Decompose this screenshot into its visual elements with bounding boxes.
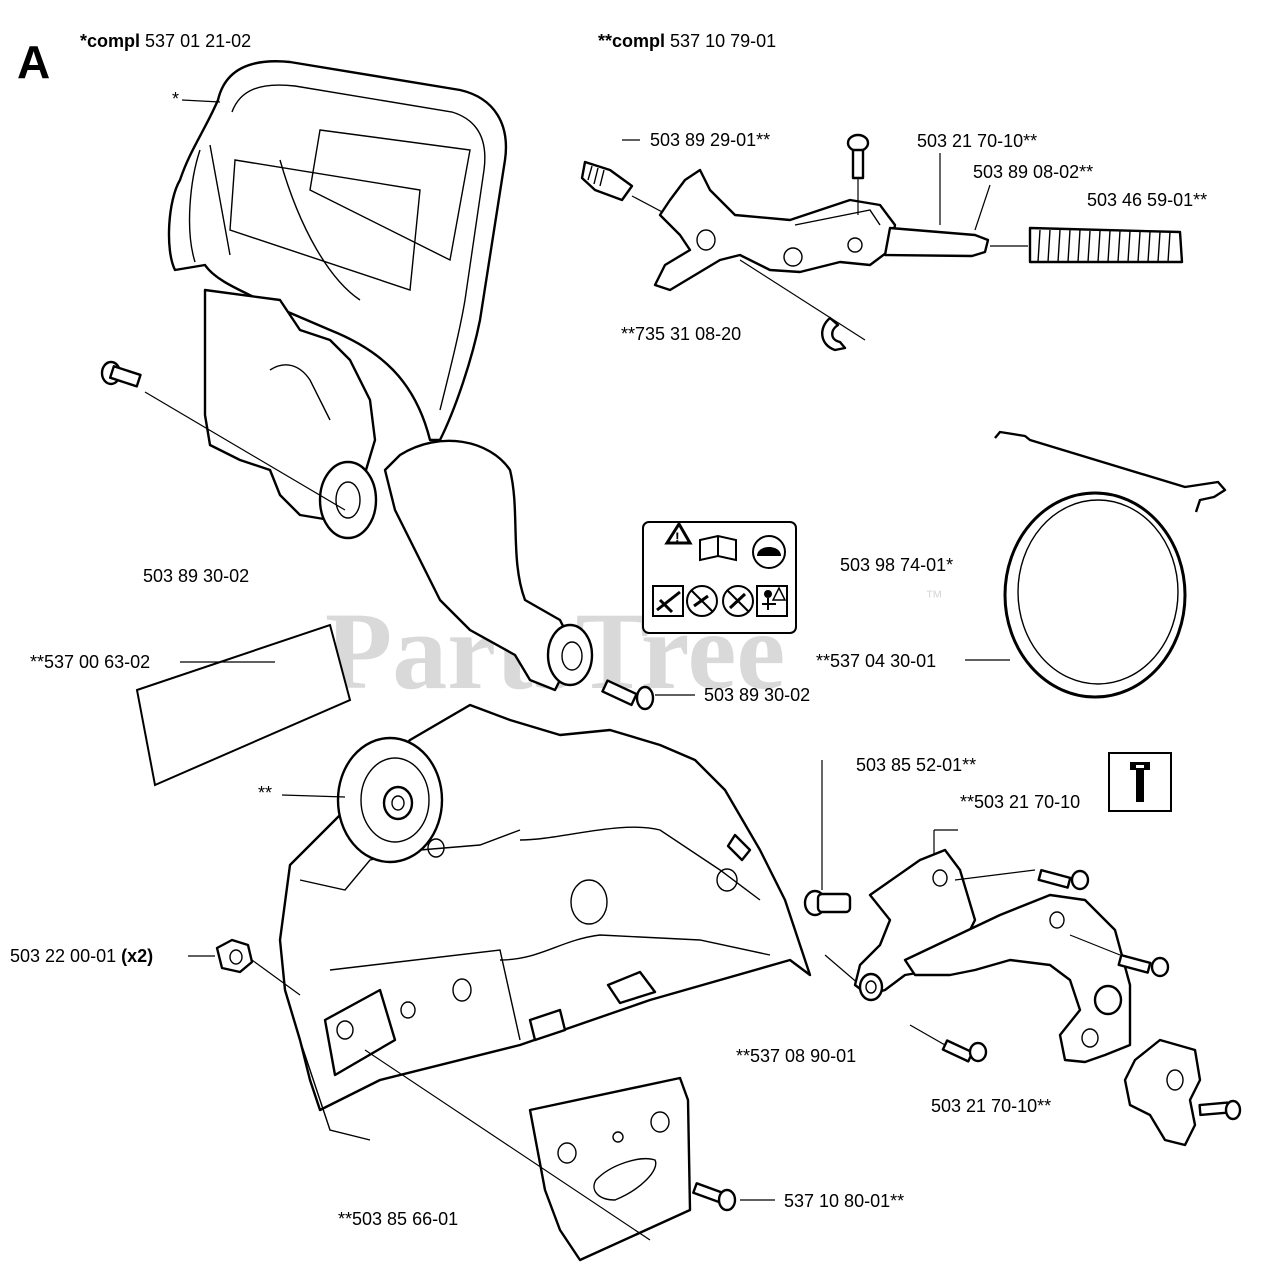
part-label-rod: 503 89 08-02** xyxy=(973,162,1093,182)
top-screw xyxy=(846,133,870,180)
handle-screw-left xyxy=(100,360,142,388)
brake-pin xyxy=(580,160,634,202)
no-one-hand-icon xyxy=(686,585,718,617)
chain-catcher xyxy=(1123,1038,1202,1147)
brake-spring xyxy=(1028,226,1184,264)
part-label-spring: 503 46 59-01** xyxy=(1087,190,1207,210)
chainsaw-hand-icon xyxy=(652,585,684,617)
part-label-plate-screw: 537 10 80-01** xyxy=(784,1191,904,1211)
guard-plate xyxy=(853,848,977,1002)
guide-plate xyxy=(528,1076,692,1262)
part-label-band-assy: **537 04 30-01 xyxy=(816,651,936,671)
brake-band xyxy=(994,430,1227,699)
guard-screw-2 xyxy=(1117,953,1170,978)
brake-lever xyxy=(653,168,897,292)
blank-decal xyxy=(135,623,352,787)
warning-decal: ! xyxy=(642,521,797,634)
part-label-guard-plate: **503 21 70-10 xyxy=(960,792,1080,812)
plate-screw xyxy=(692,1182,737,1212)
catcher-screw xyxy=(1198,1099,1242,1121)
section-letter: A xyxy=(17,36,50,88)
part-label-nut: 503 22 00-01 (x2) xyxy=(10,946,153,966)
part-label-guide-plate: **503 85 66-01 xyxy=(338,1209,458,1229)
part-label-star: * xyxy=(172,89,179,109)
handle-screw-right xyxy=(601,679,655,711)
warning-icon: ! xyxy=(664,521,693,545)
part-label-pin: 503 89 29-01** xyxy=(650,130,770,150)
brake-clip xyxy=(821,316,847,352)
part-label-catcher: 503 21 70-10** xyxy=(931,1096,1051,1116)
manual-icon xyxy=(699,534,737,562)
guard-screw-3 xyxy=(941,1039,988,1063)
brake-assy-label: **compl 537 10 79-01 xyxy=(598,31,776,51)
cover-nut xyxy=(215,938,254,974)
part-label-brake-band: 503 98 74-01* xyxy=(840,555,953,575)
wrench-icon xyxy=(1108,752,1172,812)
brake-rod xyxy=(883,226,990,258)
part-label-sleeve: 503 85 52-01** xyxy=(856,755,976,775)
part-label-screw-top: 503 21 70-10** xyxy=(917,131,1037,151)
part-label-handle-screw-right: 503 89 30-02 xyxy=(704,685,810,705)
helmet-icon xyxy=(752,535,786,569)
sleeve xyxy=(803,889,852,917)
front-hand-guard xyxy=(167,60,594,692)
part-label-double-star: ** xyxy=(258,783,272,803)
part-label-clip: **735 31 08-20 xyxy=(621,324,741,344)
cover-assy-label: *compl 537 01 21-02 xyxy=(80,31,251,51)
guard-screw-1 xyxy=(1037,868,1090,891)
clutch-cover xyxy=(278,703,812,1141)
operator-icon xyxy=(756,585,788,617)
svg-text:!: ! xyxy=(675,529,680,545)
part-label-decal: **537 00 63-02 xyxy=(30,652,150,672)
watermark-tm: ™ xyxy=(925,587,943,607)
part-label-handle-screw-left: 503 89 30-02 xyxy=(143,566,249,586)
no-kickback-icon xyxy=(722,585,754,617)
part-label-cover-screws: **537 08 90-01 xyxy=(736,1046,856,1066)
